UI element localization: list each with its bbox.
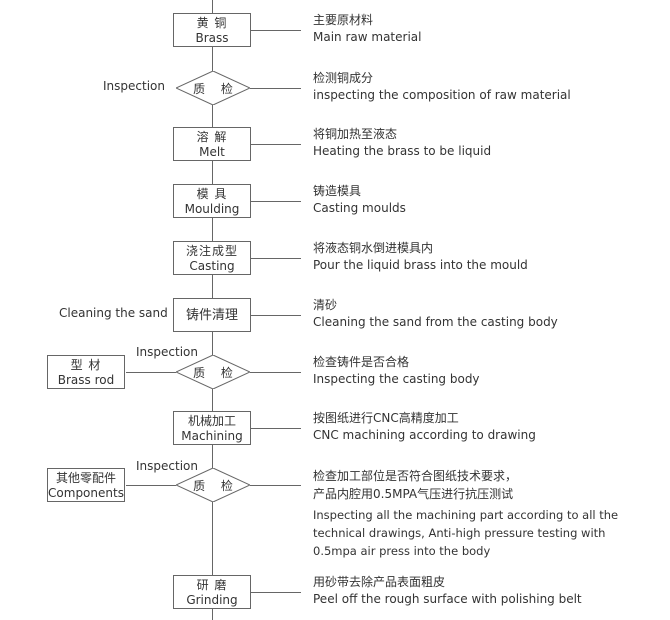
desc-cn: 产品内腔用0.5MPA气压进行抗压测试	[313, 487, 514, 501]
desc-en: Inspecting the casting body	[313, 372, 480, 386]
step-cn: 质 检	[193, 82, 239, 96]
desc-inspection-3: 检查加工部位是否符合图纸技术要求， 产品内腔用0.5MPA气压进行抗压测试 Insp…	[313, 467, 618, 560]
desc-cn: 铸造模具	[313, 184, 362, 198]
desc-en: Cleaning the sand from the casting body	[313, 315, 558, 329]
step-cn: 质 检	[193, 479, 239, 493]
desc-grinding: 用砂带去除产品表面粗皮 Peel off the rough surface wi…	[313, 574, 582, 608]
step-en: Melt	[199, 145, 225, 159]
desc-cn: 清砂	[313, 298, 338, 312]
connector	[250, 485, 301, 486]
side-en: Brass rod	[57, 373, 115, 387]
desc-en: Inspecting all the machining part accord…	[313, 508, 619, 522]
desc-en: Pour the liquid brass into the mould	[313, 258, 528, 272]
inspection-label: Inspection	[136, 459, 198, 473]
step-cn: 铸件清理	[185, 308, 238, 323]
desc-cleaning: 清砂 Cleaning the sand from the casting bod…	[313, 297, 558, 331]
desc-inspection-1: 检测铜成分 inspecting the composition of raw m…	[313, 70, 571, 104]
connector	[126, 485, 176, 486]
step-inspection-2: 质 检	[176, 355, 250, 389]
connector	[126, 372, 176, 373]
desc-brass: 主要原材料 Main raw material	[313, 12, 421, 46]
desc-en: Peel off the rough surface with polishin…	[313, 592, 582, 606]
desc-en: 0.5mpa air press into the body	[313, 544, 491, 558]
desc-en: CNC machining according to drawing	[313, 428, 536, 442]
connector	[250, 88, 301, 89]
diamond-shape	[176, 71, 250, 105]
desc-cn: 将铜加热至液态	[313, 127, 398, 141]
step-cleaning: 铸件清理	[173, 298, 251, 332]
desc-machining: 按图纸进行CNC高精度加工 CNC machining according to …	[313, 410, 536, 444]
step-en: Grinding	[186, 593, 238, 607]
desc-cn: 检查铸件是否合格	[313, 355, 410, 369]
desc-casting: 将液态铜水倒进模具内 Pour the liquid brass into the…	[313, 240, 528, 274]
desc-cn: 用砂带去除产品表面粗皮	[313, 575, 446, 589]
connector	[250, 372, 301, 373]
connector	[251, 144, 301, 145]
desc-inspection-2: 检查铸件是否合格 Inspecting the casting body	[313, 354, 480, 388]
step-cn: 机械加工	[187, 414, 236, 428]
diamond-shape	[176, 468, 250, 502]
desc-cn: 主要原材料	[313, 13, 374, 27]
step-cn: 质 检	[193, 366, 239, 380]
connector	[251, 201, 301, 202]
side-cn: 其他零配件	[55, 471, 116, 485]
desc-cn: 检查加工部位是否符合图纸技术要求，	[313, 469, 518, 483]
connector	[251, 258, 301, 259]
side-cn: 型 材	[70, 358, 102, 372]
cleaning-label: Cleaning the sand	[59, 306, 168, 320]
step-inspection-3: 质 检	[176, 468, 250, 502]
step-cn: 溶 解	[196, 130, 228, 144]
step-cn: 模 具	[196, 187, 228, 201]
step-inspection-1: 质 检	[176, 71, 250, 105]
desc-melt: 将铜加热至液态 Heating the brass to be liquid	[313, 126, 491, 160]
diamond-shape	[176, 355, 250, 389]
desc-en: technical drawings, Anti-high pressure t…	[313, 526, 606, 540]
step-cn: 黄 铜	[196, 16, 228, 30]
step-en: Moulding	[184, 202, 240, 216]
step-cn: 浇注成型	[185, 244, 238, 258]
connector	[251, 428, 301, 429]
inspection-label: Inspection	[136, 345, 198, 359]
inspection-label: Inspection	[103, 79, 165, 93]
desc-moulding: 铸造模具 Casting moulds	[313, 183, 406, 217]
step-cn: 研 磨	[196, 578, 228, 592]
side-en: Components	[48, 486, 124, 500]
desc-en: Main raw material	[313, 30, 422, 44]
connector	[251, 592, 301, 593]
desc-en: Casting moulds	[313, 201, 406, 215]
step-en: Brass	[195, 31, 229, 45]
desc-cn: 按图纸进行CNC高精度加工	[313, 411, 459, 425]
desc-en: Heating the brass to be liquid	[313, 144, 492, 158]
connector	[251, 315, 301, 316]
desc-en: inspecting the composition of raw materi…	[313, 88, 571, 102]
connector	[251, 30, 301, 31]
desc-cn: 检测铜成分	[313, 71, 374, 85]
step-en: Machining	[181, 429, 243, 443]
step-en: Casting	[189, 259, 235, 273]
desc-cn: 将液态铜水倒进模具内	[313, 241, 434, 255]
